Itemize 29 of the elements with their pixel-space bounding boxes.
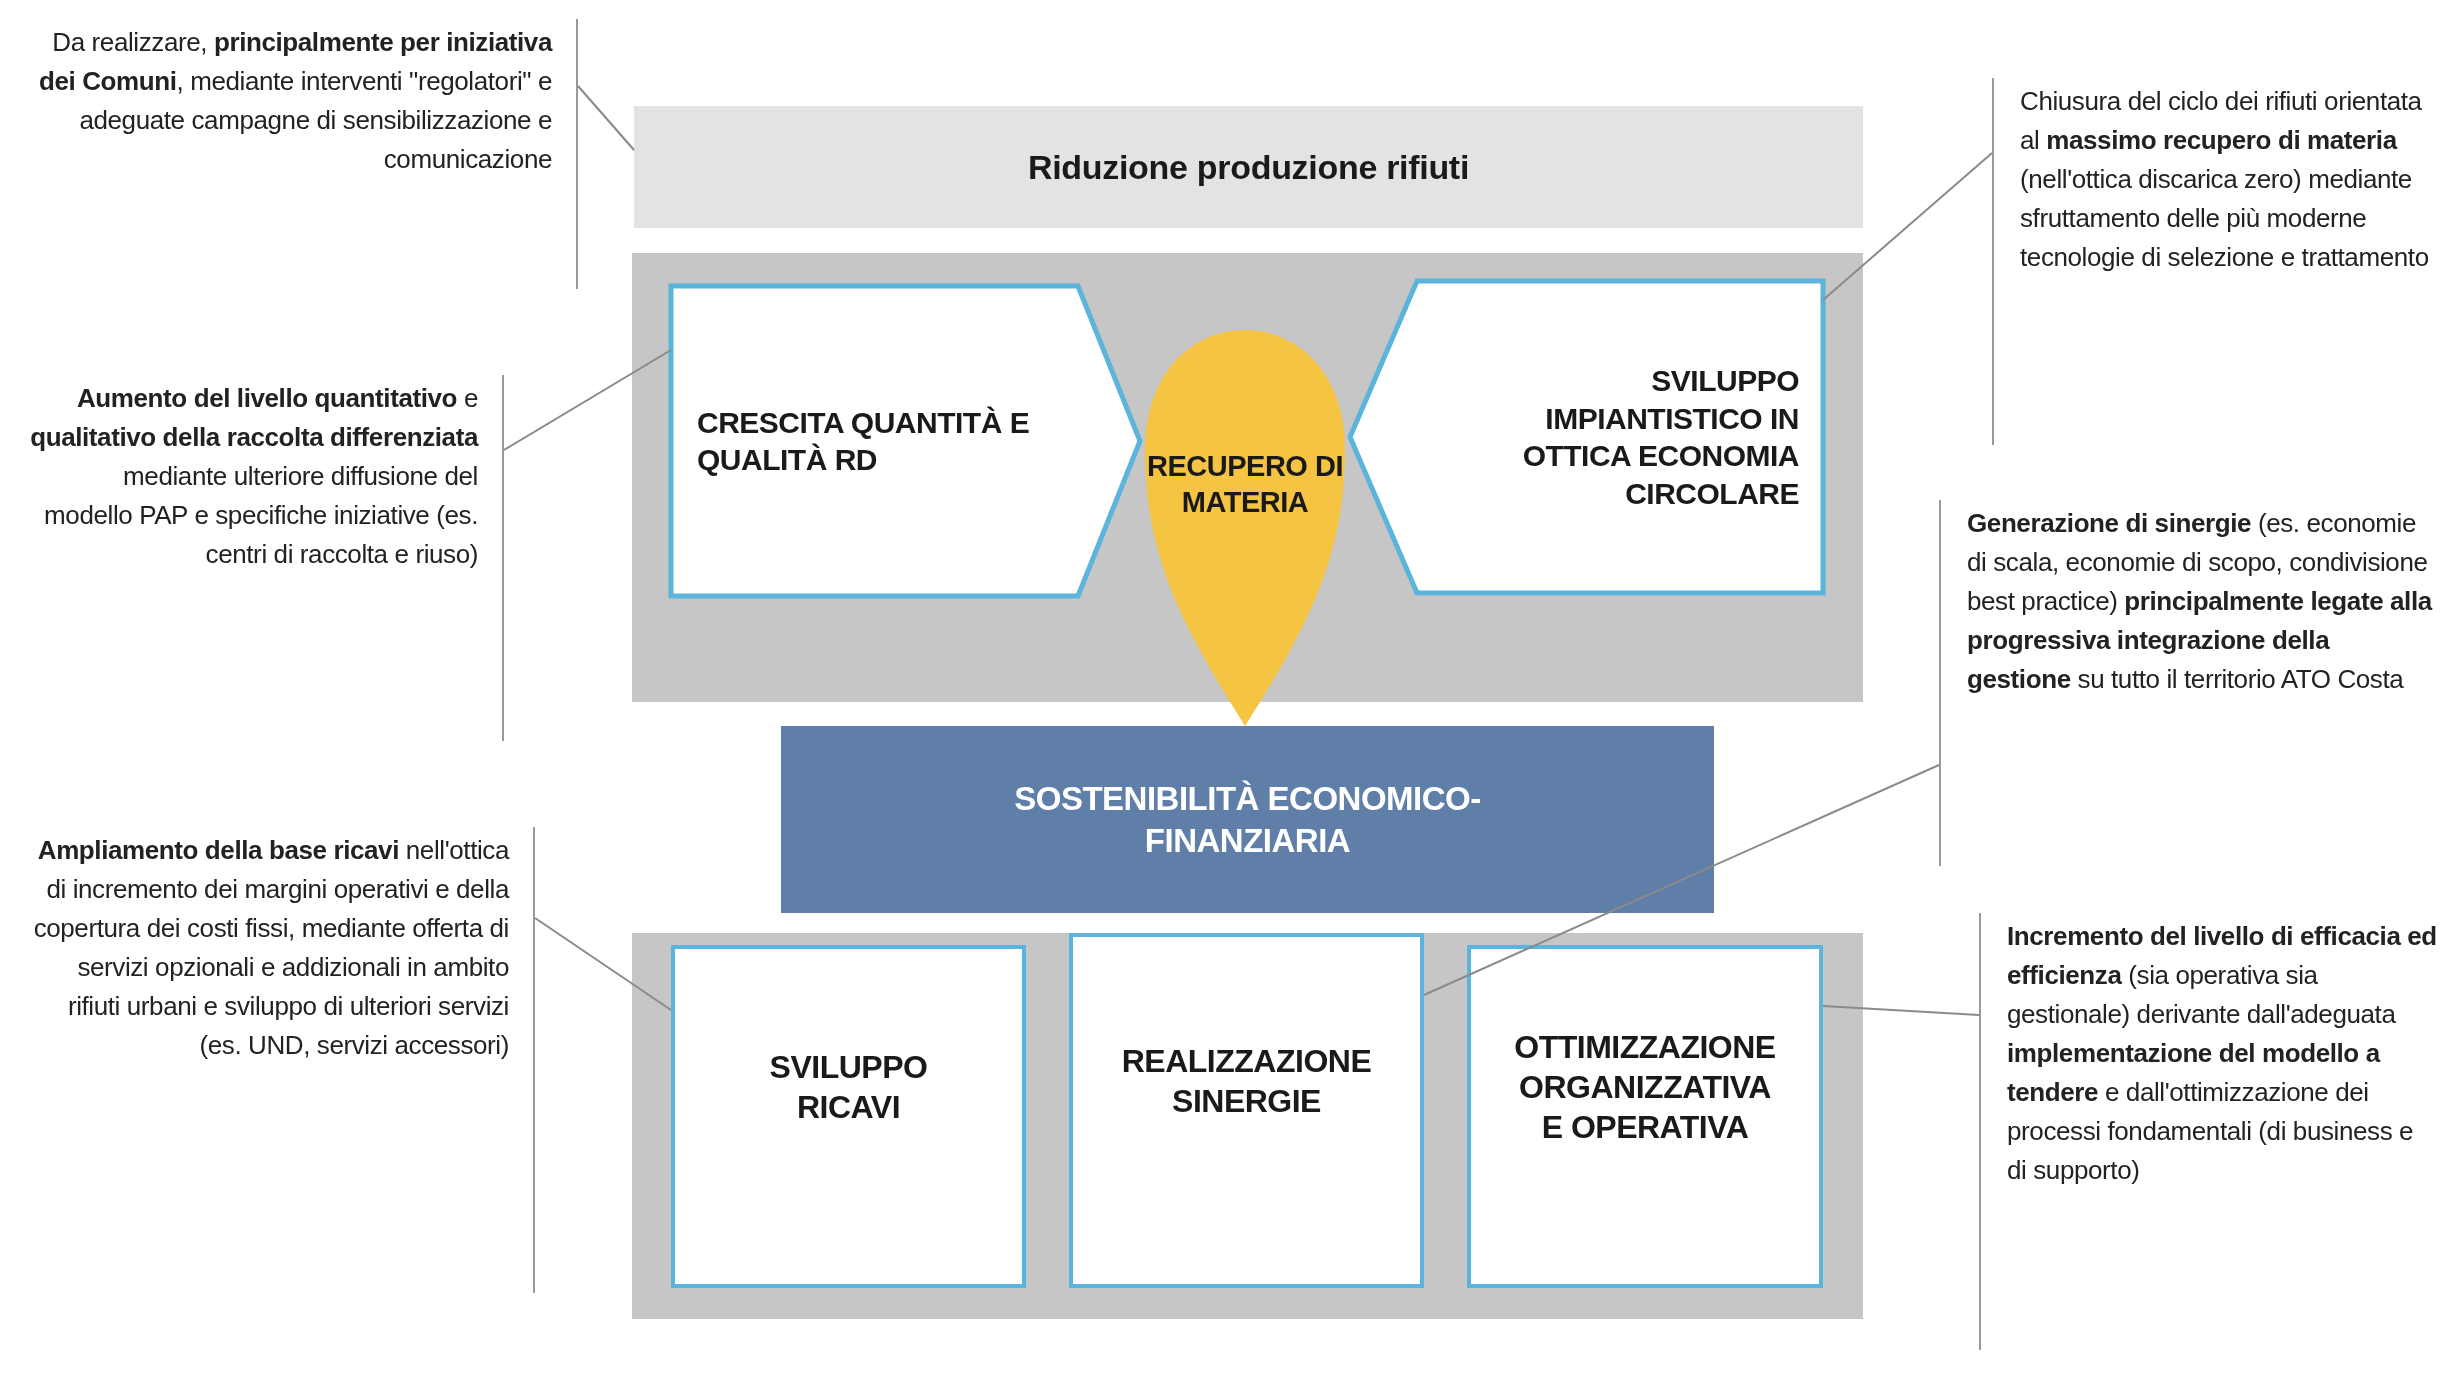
box-label: OTTIMIZZAZIONE ORGANIZZATIVA E OPERATIVA (1513, 1027, 1777, 1147)
box-label: REALIZZAZIONE SINERGIE (1120, 1041, 1373, 1121)
box-label: RECUPERO DI MATERIA (1147, 449, 1343, 521)
pillar-box (671, 945, 1026, 1288)
annotation-text: Da realizzare, principalmente per iniziativa dei Comuni, mediante interventi "regolatori" e adeguate campagne di sensibilizzazione e comunicazione (30, 19, 578, 289)
panel-background (632, 933, 1863, 1319)
pillar-box (1069, 933, 1424, 1288)
box-label: CRESCITA QUANTITÀ E QUALITÀ RD (696, 404, 1031, 478)
leader-line (503, 349, 672, 451)
box-label: SVILUPPO RICAVI (768, 1047, 929, 1127)
leader-line (1822, 152, 1993, 301)
leader-line (577, 85, 635, 151)
chevron-box (671, 286, 1140, 596)
leader-line (534, 917, 672, 1011)
box-label: SVILUPPO IMPIANTISTICO IN OTTICA ECONOMIA CIRCOLARE (1521, 363, 1800, 512)
banner-box (781, 726, 1714, 913)
annotation-text: Generazione di sinergie (es. economie di scala, economie di scopo, condivisione best practice) principalmente legate alla progressiva integrazione della gestione su tutto il territorio ATO Costa (1939, 500, 2439, 866)
annotation-text: Ampliamento della base ricavi nell'ottica di incremento dei margini operativi e della copertura dei costi fissi, mediante offerta di servizi opzionali e addizionali in ambito rifiuti urbani e sviluppo di ulteriori servizi (es. UND, servizi accessori) (30, 827, 535, 1293)
drop-shape (1145, 330, 1345, 726)
pillar-box (1467, 945, 1823, 1288)
box-label: SOSTENIBILITÀ ECONOMICO-FINANZIARIA (1013, 779, 1482, 861)
annotation-text: Aumento del livello quantitativo e qualitativo della raccolta differenziata mediante ulteriore diffusione del modello PAP e specifiche iniziative (es. centri di raccolta e riuso) (30, 375, 504, 741)
chevron-box (1350, 281, 1823, 593)
banner-box (634, 106, 1863, 228)
leader-line (1822, 1005, 1980, 1016)
annotation-text: Incremento del livello di efficacia ed efficienza (sia operativa sia gestionale) derivante dall'adeguata implementazione del modello a tendere e dall'ottimizzazione dei processi fondamentali (di business e di supporto) (1979, 913, 2439, 1350)
box-label: Riduzione produzione rifiuti (1027, 146, 1470, 188)
leader-line (1423, 764, 1940, 996)
annotation-text: Chiusura del ciclo dei rifiuti orientata al massimo recupero di materia (nell'ottica discarica zero) mediante sfruttamento delle più moderne tecnologie di selezione e trattamento (1992, 78, 2438, 445)
